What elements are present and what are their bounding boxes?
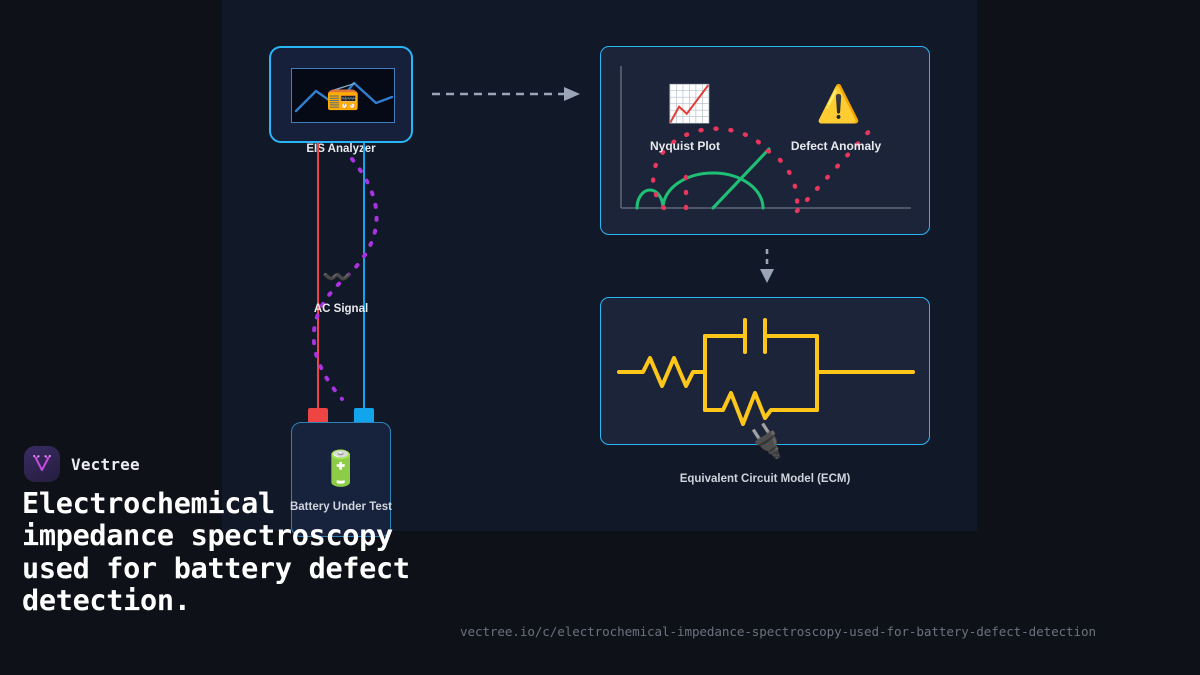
- analyzer-waveform-icon: [294, 81, 394, 113]
- footer-url: vectree.io/c/electrochemical-impedance-s…: [460, 624, 1096, 639]
- plug-icon: 🔌: [745, 421, 789, 462]
- battery-under-test-device: 🔋: [291, 422, 391, 537]
- nyquist-plot-panel: 📈 ⚠️ Nyquist Plot Defect Anomaly: [600, 46, 930, 235]
- eis-analyzer-device: 📻: [269, 46, 413, 143]
- vectree-logo-icon: [24, 446, 60, 482]
- analyzer-screen: 📻: [291, 68, 395, 123]
- chart-increasing-icon: 📈: [667, 83, 712, 124]
- equivalent-circuit-model-label: Equivalent Circuit Model (ECM): [679, 473, 851, 485]
- ecm-circuit-graphic: [617, 318, 915, 426]
- wave-icon: 〰️: [322, 264, 352, 291]
- radio-icon: 📻: [326, 80, 360, 110]
- eis-analyzer-label: EIS Analyzer: [306, 143, 376, 155]
- probe-lead-positive: [316, 143, 319, 411]
- battery-icon: 🔋: [319, 450, 363, 488]
- battery-terminal-positive: [308, 408, 328, 426]
- warning-triangle-icon: ⚠️: [816, 83, 861, 124]
- nyquist-plot-graphic: [620, 66, 911, 214]
- battery-under-test-label: Battery Under Test: [289, 501, 393, 513]
- diagram-canvas: 📻 EIS Analyzer 〰️ AC Signal 🔋 Battery Un…: [222, 0, 977, 537]
- dashed-arrow-down-icon: [760, 249, 774, 283]
- dashed-arrow-right-icon: [432, 87, 580, 101]
- equivalent-circuit-model-panel: [600, 297, 930, 445]
- defect-anomaly-caption: Defect Anomaly: [790, 139, 882, 153]
- ac-signal-label: AC Signal: [313, 303, 369, 315]
- brand-name: Vectree: [71, 454, 140, 474]
- page-title: Electrochemical impedance spectroscopy u…: [22, 487, 410, 618]
- brand-block: Vectree: [24, 446, 140, 482]
- probe-lead-negative: [362, 143, 365, 411]
- nyquist-plot-caption: Nyquist Plot: [649, 139, 720, 153]
- battery-terminal-negative: [354, 408, 374, 426]
